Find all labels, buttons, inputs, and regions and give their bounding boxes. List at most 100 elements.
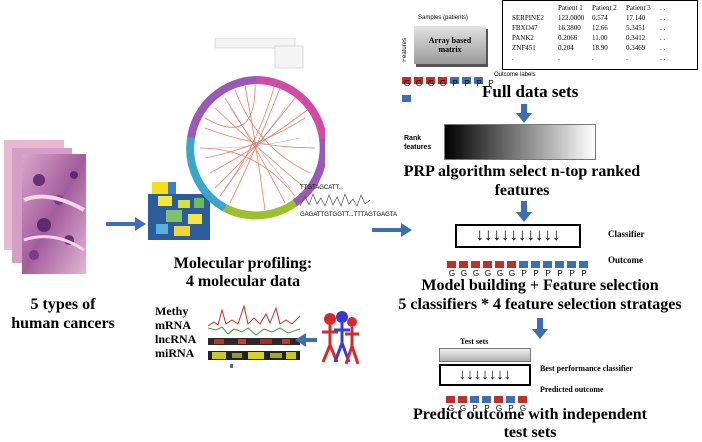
- prp-title-line-1: PRP algorithm select n-top ranked: [403, 163, 641, 180]
- outcome-letter: G: [508, 269, 516, 278]
- table-cell: 17.140: [626, 14, 646, 22]
- outcome-letter: P: [581, 269, 587, 278]
- down-arrow-icon: ↓↓↓↓↓↓↓: [458, 367, 512, 383]
- table-cell: .: [512, 64, 514, 72]
- data-table: Patient 1 Patient 2 Patient 3 . . SERPIN…: [502, 0, 698, 72]
- label-letter: P: [452, 79, 458, 88]
- table-cell: . .: [660, 54, 666, 62]
- heatmap-image: [148, 180, 210, 240]
- table-cell: .: [558, 64, 560, 72]
- outcome-letter: P: [533, 269, 539, 278]
- prp-title: PRP algorithm select n-top ranked featur…: [398, 162, 646, 200]
- table-header: . .: [660, 4, 666, 12]
- model-title-line-1: Model building + Feature selection: [421, 277, 659, 294]
- table-cell: 0.3412: [626, 34, 646, 42]
- table-cell: .: [626, 64, 628, 72]
- predict-title: Predict outcome with independent test se…: [380, 406, 680, 442]
- sequence-line-1: TTGTAGCATT...: [300, 185, 344, 191]
- classifier-label: Classifier: [608, 229, 645, 239]
- table-cell: .: [626, 54, 628, 62]
- label-letter: G: [439, 79, 447, 88]
- tissue-images: [4, 140, 104, 280]
- label-letter: P: [464, 79, 470, 88]
- features-label: Features: [402, 38, 408, 62]
- table-cell: 0.574: [592, 14, 608, 22]
- predicted-letter: P: [472, 404, 478, 413]
- outcome-letter: P: [557, 269, 563, 278]
- omics-tracks: [207, 302, 301, 368]
- best-classifier-label: Best performance classifier: [540, 364, 633, 373]
- table-cell: . .: [660, 14, 666, 22]
- table-cell: FBXO47: [512, 24, 538, 32]
- table-cell: . .: [660, 44, 666, 52]
- cancers-label-line-1: 5 types of: [30, 296, 96, 313]
- table-cell: .: [592, 64, 594, 72]
- samples-label: Samples (patients): [418, 15, 469, 21]
- predicted-boxes: [446, 390, 536, 403]
- rank-label: Rank features: [404, 134, 431, 152]
- outcome-letter: P: [521, 269, 527, 278]
- label-letter: G: [415, 79, 423, 88]
- arrow-model-to-test: [532, 318, 548, 339]
- array-matrix-label: Array based matrix: [428, 36, 472, 54]
- omics-label-methy: Methy: [155, 304, 189, 318]
- outcome-boxes-model: [447, 255, 607, 268]
- table-cell: . .: [660, 34, 666, 42]
- test-sets-bar: [439, 348, 531, 362]
- omics-label-mirna: miRNA: [155, 346, 195, 360]
- full-data-sets-title: Full data sets: [482, 82, 579, 101]
- test-sets-label: Test sets: [460, 337, 489, 346]
- outcome-letter: G: [472, 269, 480, 278]
- predicted-letter: G: [495, 404, 503, 413]
- table-row: .... . .: [511, 53, 666, 63]
- table-cell: 12.66: [592, 24, 608, 32]
- profiling-title: Molecular profiling: 4 molecular data: [158, 255, 328, 291]
- table-cell: SERPINE2: [512, 14, 544, 22]
- predicted-letter: G: [447, 404, 455, 413]
- label-letter: P: [476, 79, 482, 88]
- omics-label-mrna: mRNA: [155, 318, 191, 332]
- label-letter: G: [403, 79, 411, 88]
- arrow-patients-to-profiling: [295, 333, 317, 347]
- table-cell: .: [558, 54, 560, 62]
- model-title-line-2: 5 classifiers * 4 feature selection stra…: [398, 296, 682, 313]
- predicted-letter: P: [508, 404, 514, 413]
- rank-label-line-1: Rank: [404, 135, 422, 142]
- profiling-title-line-1: Molecular profiling:: [173, 255, 313, 272]
- table-cell: 11.00: [592, 34, 608, 42]
- classifier-box: ↓↓↓↓↓↓↓↓↓↓: [455, 224, 581, 248]
- table-header-row: Patient 1 Patient 2 Patient 3 . .: [511, 3, 666, 13]
- outcome-boxes-top: [402, 71, 492, 102]
- sequence-trace: TTGTAGCATT... GAGATTGTGGTT...TTTAGTGAGTA: [299, 184, 397, 224]
- table-cell: .: [512, 54, 514, 62]
- outcome-letter: G: [496, 269, 504, 278]
- table-cell: 122.0000: [558, 14, 585, 22]
- table-cell: 16.3800: [558, 24, 581, 32]
- table-cell: ZNF451: [512, 44, 536, 52]
- label-letter: G: [427, 79, 435, 88]
- outcome-letter: G: [484, 269, 492, 278]
- predict-title-line-2: test sets: [503, 424, 557, 441]
- arrow-rank-to-model: [516, 201, 532, 222]
- omics-label-lncrna: lncRNA: [155, 332, 197, 346]
- predict-title-line-1: Predict outcome with independent: [413, 406, 647, 423]
- prp-title-line-2: features: [494, 182, 550, 199]
- outcome-letter: P: [569, 269, 575, 278]
- predicted-outcome-label: Predicted outcome: [540, 385, 604, 394]
- model-title: Model building + Feature selection 5 cla…: [380, 276, 700, 314]
- arrow-profiling-to-model: [372, 223, 412, 237]
- table-cell: 0.204: [558, 44, 574, 52]
- rank-label-line-2: features: [404, 144, 432, 151]
- table-cell: 5.3451: [626, 24, 646, 32]
- table-cell: .: [592, 54, 594, 62]
- omics-labels: Methy mRNA lncRNA miRNA: [155, 304, 196, 360]
- cancers-label: 5 types of human cancers: [8, 295, 118, 333]
- outcome-letter: G: [460, 269, 468, 278]
- table-header: Patient 1: [558, 4, 583, 12]
- down-arrow-icon: ↓↓↓↓↓↓↓↓↓↓: [475, 225, 561, 244]
